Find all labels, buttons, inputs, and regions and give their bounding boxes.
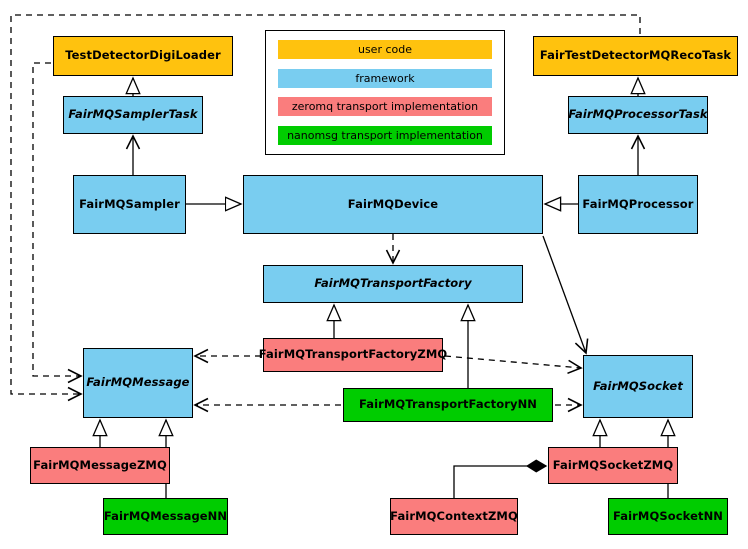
class-box-fair-mq-processor[interactable]: FairMQProcessor [578, 175, 698, 234]
legend-item-framework: framework [278, 68, 492, 88]
legend-label: zeromq transport implementation [291, 100, 479, 114]
edge-device-to-socket [542, 235, 589, 355]
legend-label: nanomsg transport implementation [287, 128, 483, 142]
class-label: FairMQSampler [79, 196, 180, 211]
class-box-fair-mq-processor-task[interactable]: FairMQProcessorTask [568, 96, 708, 134]
legend-label: framework [355, 71, 415, 85]
class-label: FairTestDetectorMQRecoTask [539, 48, 732, 63]
class-label: FairMQSocketNN [612, 508, 724, 523]
class-box-fair-mq-transport-factory-zmq[interactable]: FairMQTransportFactoryZMQ [259, 338, 447, 372]
class-box-fair-mq-context-zmq[interactable]: FairMQContextZMQ [390, 498, 518, 535]
class-box-fair-mq-socket-nn[interactable]: FairMQSocketNN [608, 498, 728, 535]
class-label: FairMQSocket [593, 378, 683, 393]
class-label: FairMQContextZMQ [390, 508, 518, 523]
class-label: TestDetectorDigiLoader [65, 48, 221, 63]
legend-item-nanomsg: nanomsg transport implementation [278, 125, 492, 145]
class-label: FairMQMessageNN [103, 508, 228, 523]
class-label: FairMQSamplerTask [68, 107, 198, 122]
class-label: FairMQMessage [86, 375, 190, 390]
class-box-fair-test-detector-mq-reco-task[interactable]: FairTestDetectorMQRecoTask [533, 36, 738, 76]
class-box-fair-mq-transport-factory[interactable]: FairMQTransportFactory [263, 265, 523, 303]
class-box-fair-mq-socket[interactable]: FairMQSocket [583, 355, 693, 418]
legend-label: user code [357, 43, 413, 56]
class-label: FairMQMessageZMQ [33, 457, 167, 472]
class-box-fair-mq-device[interactable]: FairMQDevice [243, 175, 543, 234]
class-box-fair-mq-transport-factory-nn[interactable]: FairMQTransportFactoryNN [343, 388, 553, 422]
class-box-fair-mq-message-zmq[interactable]: FairMQMessageZMQ [30, 447, 170, 484]
class-box-fair-mq-message[interactable]: FairMQMessage [83, 348, 193, 418]
edge-factoryzmq-to-socket [444, 355, 583, 375]
class-box-test-detector-digi-loader[interactable]: TestDetectorDigiLoader [53, 36, 233, 76]
class-label: FairMQTransportFactoryZMQ [258, 347, 448, 362]
class-label: FairMQProcessor [582, 196, 694, 211]
class-label: FairMQDevice [347, 196, 439, 211]
class-box-fair-mq-sampler[interactable]: FairMQSampler [73, 175, 186, 234]
class-label: FairMQProcessorTask [568, 107, 708, 122]
legend-item-zeromq: zeromq transport implementation [278, 97, 492, 117]
legend-item-user-code: user code [278, 40, 492, 59]
class-label: FairMQTransportFactoryNN [358, 397, 538, 412]
legend: user code framework zeromq transport imp… [265, 30, 505, 155]
class-box-fair-mq-message-nn[interactable]: FairMQMessageNN [103, 498, 228, 535]
class-label: FairMQTransportFactory [314, 276, 472, 291]
class-label: FairMQSocketZMQ [552, 457, 674, 472]
class-box-fair-mq-socket-zmq[interactable]: FairMQSocketZMQ [548, 447, 678, 484]
class-box-fair-mq-sampler-task[interactable]: FairMQSamplerTask [63, 96, 203, 134]
edge-contextzmq-to-socketzmq [453, 466, 546, 498]
